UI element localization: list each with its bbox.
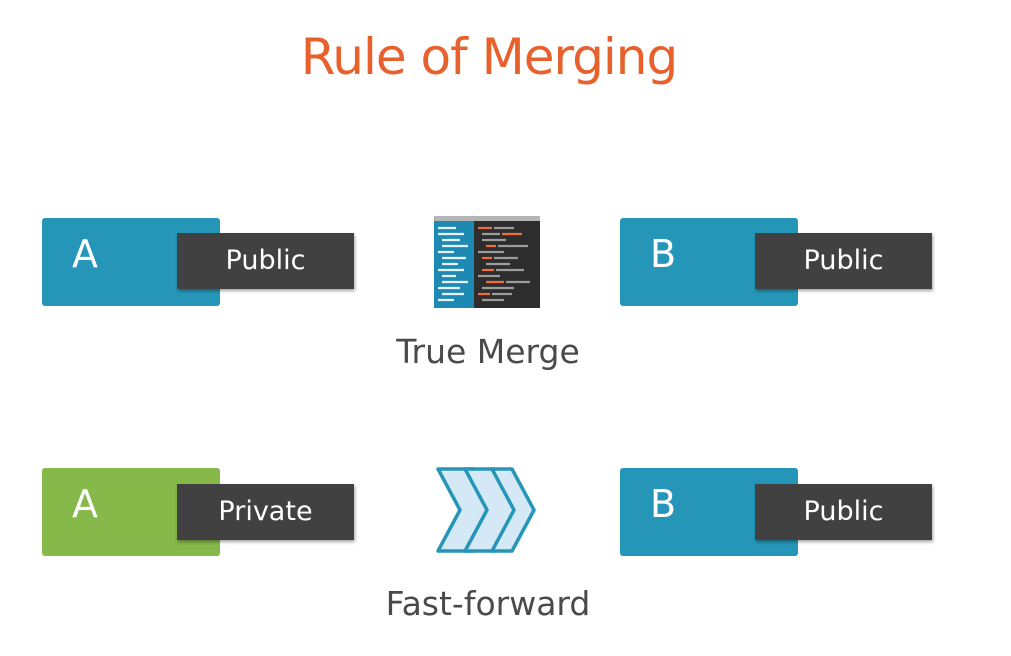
- branch-a-public-tag: Public: [177, 233, 354, 289]
- branch-a-private-tag: Private: [177, 484, 354, 540]
- fast-forward-caption: Fast-forward: [385, 584, 591, 623]
- fast-forward-icon: [434, 466, 538, 558]
- branch-a-letter: A: [72, 232, 98, 276]
- branch-a-letter: A: [72, 482, 98, 526]
- branch-b-letter: B: [649, 232, 677, 276]
- page-title: Rule of Merging: [300, 28, 678, 86]
- branch-b-public-tag-2: Public: [755, 484, 932, 540]
- true-merge-caption: True Merge: [396, 332, 580, 371]
- code-editor-icon: [434, 216, 540, 312]
- branch-b-letter: B: [649, 482, 677, 526]
- branch-b-public-tag: Public: [755, 233, 932, 289]
